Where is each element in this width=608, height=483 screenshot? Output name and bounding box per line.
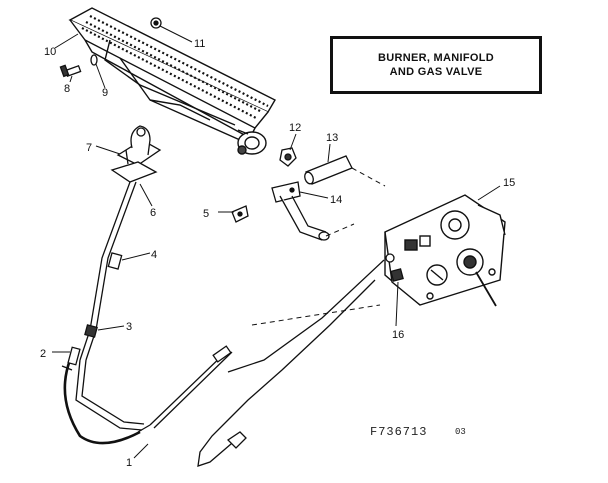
connection-lines [251, 167, 386, 326]
title-line-2: AND GAS VALVE [389, 66, 483, 78]
callout-14: 14 [330, 194, 342, 206]
title-line-1: BURNER, MANIFOLD [377, 52, 494, 64]
callout-8: 8 [64, 83, 70, 95]
burner-screw [59, 54, 98, 78]
callout-2: 2 [40, 348, 46, 360]
pilot-bracket [110, 125, 162, 183]
valve-fitting [385, 253, 404, 282]
manifold-bracket [271, 181, 330, 241]
manifold-tube [304, 155, 353, 185]
callout-10: 10 [44, 46, 56, 58]
callout-5: 5 [203, 208, 209, 220]
figure-suffix: 03 [455, 427, 466, 437]
callout-6: 6 [150, 207, 156, 219]
callout-15: 15 [503, 177, 515, 189]
gas-valve [384, 194, 506, 307]
callout-1: 1 [126, 457, 132, 469]
pilot-supply-tube [137, 259, 385, 467]
title-box: BURNER, MANIFOLD AND GAS VALVE [330, 36, 542, 94]
callout-12: 12 [289, 122, 301, 134]
callout-11: 11 [194, 38, 205, 50]
burner-nut [150, 17, 162, 29]
mounting-clip [231, 205, 249, 223]
pilot-tubing [61, 181, 232, 445]
callout-13: 13 [326, 132, 338, 144]
leader-lines [52, 25, 501, 459]
orifice-fitting [279, 147, 297, 167]
callout-7: 7 [86, 142, 92, 154]
burner-assembly [68, 7, 276, 155]
callout-labels: 10 11 8 9 7 6 12 13 14 5 15 16 4 3 2 1 [40, 38, 515, 469]
callout-3: 3 [126, 321, 132, 333]
callout-16: 16 [392, 329, 404, 341]
callout-4: 4 [151, 249, 157, 261]
callout-9: 9 [102, 87, 108, 99]
figure-code: F736713 [370, 425, 428, 439]
